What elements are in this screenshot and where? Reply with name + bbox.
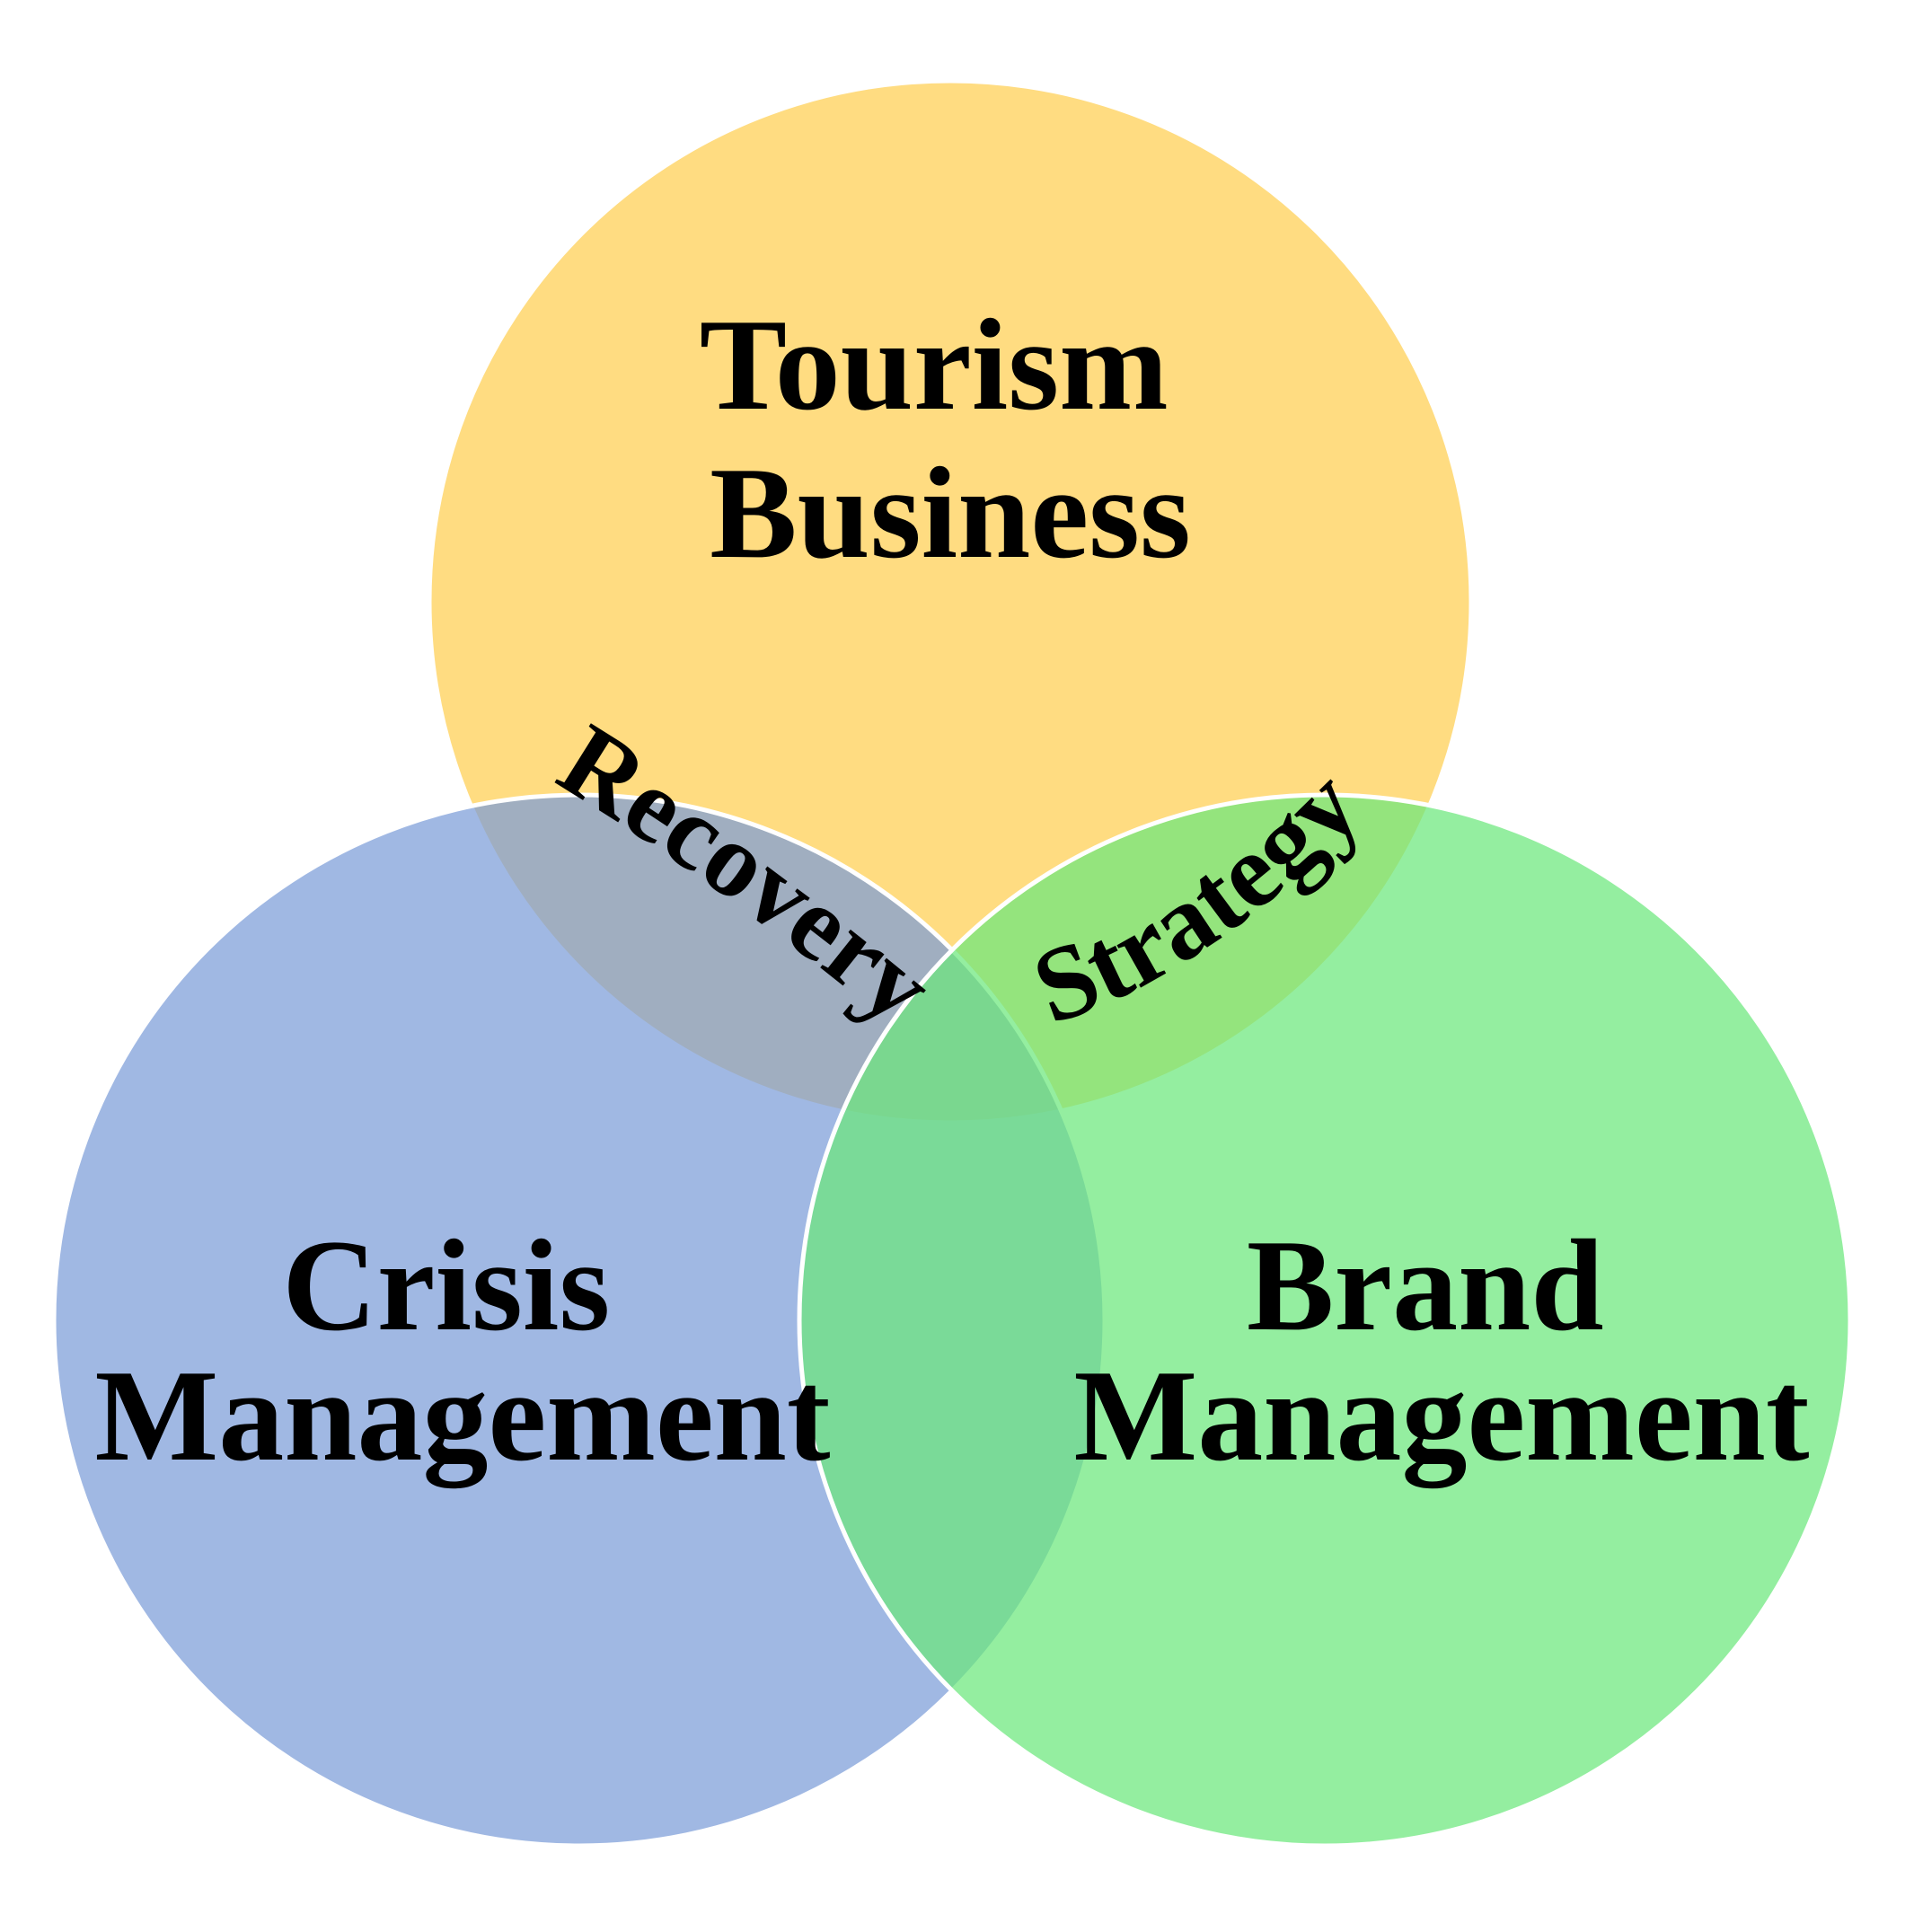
tourism-business-line-2: Business	[710, 440, 1191, 586]
brand-management-circle	[797, 792, 1853, 1848]
brand-management-line-1: Brand	[1247, 1213, 1604, 1358]
brand-management-line-2: Management	[1073, 1343, 1809, 1488]
crisis-management-label: Crisis Management	[94, 1213, 830, 1488]
crisis-management-line-2: Management	[94, 1343, 830, 1488]
brand-management-label: Brand Management	[1073, 1213, 1809, 1488]
tourism-business-line-1: Tourism	[700, 292, 1169, 437]
crisis-management-line-1: Crisis	[282, 1213, 610, 1358]
tourism-business-label: Tourism Business	[700, 292, 1201, 586]
